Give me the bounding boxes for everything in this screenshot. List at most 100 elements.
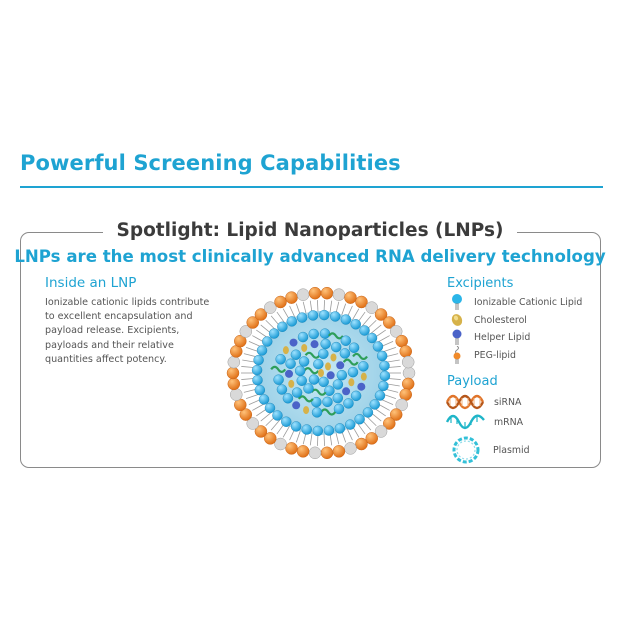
cholesterol-molecule xyxy=(282,346,289,355)
legend-item-mrna: mRNA xyxy=(446,414,523,430)
cholesterol-icon xyxy=(451,314,463,326)
legend-label: PEG-lipid xyxy=(474,349,516,361)
cholesterol-molecule xyxy=(303,406,310,415)
helper-lipid-molecule xyxy=(289,338,298,347)
ionizable-lipid-head xyxy=(376,350,388,362)
lipid-tail xyxy=(346,428,353,441)
ionizable-lipid-molecule xyxy=(297,331,309,343)
peg-lipid-head xyxy=(254,425,268,438)
lipid-tail xyxy=(335,431,340,445)
lipid-tail xyxy=(317,300,319,314)
cholesterol-molecule xyxy=(301,343,308,352)
ionizable-lipid-molecule xyxy=(311,407,323,418)
ionizable-lipid-molecule xyxy=(332,379,344,390)
peg-lipid-head xyxy=(401,377,415,391)
lipid-tail xyxy=(377,335,390,343)
lipid-tail xyxy=(329,300,333,314)
ionizable-lipid-head xyxy=(290,421,302,432)
peg-lipid-head xyxy=(383,417,396,430)
ionizable-lipid-molecule xyxy=(336,369,348,381)
rna-fragment xyxy=(342,358,359,366)
lipid-tail xyxy=(282,425,291,438)
ionizable-lipid-head xyxy=(323,425,335,436)
lipid-tail xyxy=(366,416,377,427)
peg-lipid-head xyxy=(344,291,357,304)
legend-label: mRNA xyxy=(494,416,524,428)
ionizable-lipid-head xyxy=(268,328,280,339)
ionizable-lipid-molecule xyxy=(318,376,329,388)
ionizable-lipid-molecule xyxy=(285,358,296,369)
helper-lipid-molecule xyxy=(292,401,301,410)
ionizable-lipid-molecule xyxy=(298,356,310,367)
lipid-head xyxy=(239,325,253,338)
rna-fragment xyxy=(320,408,337,416)
ionizable-lipid-molecule xyxy=(319,328,331,339)
lipid-tail xyxy=(341,303,347,317)
lipid-head xyxy=(389,325,403,338)
ionizable-lipid-molecule xyxy=(311,396,322,408)
peg-lipid-head xyxy=(264,432,277,445)
peg-lipid-head xyxy=(285,442,298,455)
lipid-tail xyxy=(351,308,360,321)
lipid-tail xyxy=(385,359,400,363)
ionizable-lipid-molecule xyxy=(332,392,343,404)
ionizable-lipid-molecule xyxy=(313,358,324,370)
lipid-head xyxy=(308,446,322,460)
ionizable-lipid-head xyxy=(258,394,270,405)
ionizable-cationic-lipid-icon xyxy=(452,294,462,310)
lipid-head xyxy=(274,437,287,451)
spotlight-title-text: Spotlight: Lipid Nanoparticles (LNPs) xyxy=(102,220,518,241)
helper-lipid-molecule xyxy=(326,371,335,380)
peg-lipid-head xyxy=(355,437,368,451)
ionizable-lipid-head xyxy=(296,312,308,323)
ionizable-lipid-head xyxy=(264,402,276,414)
ionizable-lipid-molecule xyxy=(330,341,342,353)
ionizable-lipid-molecule xyxy=(324,385,335,396)
peg-lipid-head xyxy=(399,345,412,358)
ionizable-lipid-molecule xyxy=(340,335,352,346)
helper-lipid-molecule xyxy=(357,382,366,391)
cholesterol-molecule xyxy=(360,372,367,381)
ionizable-lipid-head xyxy=(379,370,391,382)
plasmid-icon xyxy=(452,436,480,464)
ionizable-lipid-molecule xyxy=(320,338,331,350)
rna-fragment xyxy=(304,351,321,359)
legend-item-cholesterol: Cholesterol xyxy=(447,311,527,329)
ionizable-lipid-head xyxy=(379,360,390,371)
lipid-head xyxy=(365,301,378,314)
lipid-tail xyxy=(374,407,386,417)
lipid-head xyxy=(332,288,346,301)
ionizable-lipid-head xyxy=(354,414,365,425)
spotlight-title: Spotlight: Lipid Nanoparticles (LNPs) xyxy=(0,218,620,244)
cholesterol-molecule xyxy=(348,378,355,387)
ionizable-lipid-molecule xyxy=(303,383,314,394)
peg-lipid-head xyxy=(246,316,259,329)
ionizable-lipid-head xyxy=(344,419,356,430)
ionizable-lipid-head xyxy=(301,424,312,435)
sirna-icon xyxy=(446,394,485,410)
lipid-head xyxy=(374,425,388,438)
ionizable-lipid-head xyxy=(359,325,370,336)
ionizable-lipid-head xyxy=(350,319,361,330)
cholesterol-molecule xyxy=(325,362,332,371)
ionizable-lipid-molecule xyxy=(339,348,351,359)
lipid-head xyxy=(402,366,416,380)
peg-lipid-head xyxy=(227,377,241,391)
peg-lipid-head xyxy=(239,408,253,421)
lipid-head xyxy=(296,288,310,301)
ionizable-lipid-head xyxy=(252,375,263,386)
ionizable-lipid-head xyxy=(272,410,283,421)
spotlight-headline: LNPs are the most clinically advanced RN… xyxy=(14,247,606,266)
rna-fragment xyxy=(270,365,287,373)
lipid-head xyxy=(264,301,277,314)
lnp-cross-section-illustration xyxy=(226,286,416,460)
lipid-tail xyxy=(370,324,382,334)
payload-heading: Payload xyxy=(447,374,498,389)
ionizable-lipid-head xyxy=(277,321,288,332)
lipid-tail xyxy=(265,319,276,330)
peg-lipid-head xyxy=(296,445,310,458)
lipid-tail xyxy=(295,429,301,443)
rna-fragment xyxy=(297,395,314,403)
ionizable-lipid-head xyxy=(253,354,264,366)
ionizable-lipid-head xyxy=(340,314,352,325)
